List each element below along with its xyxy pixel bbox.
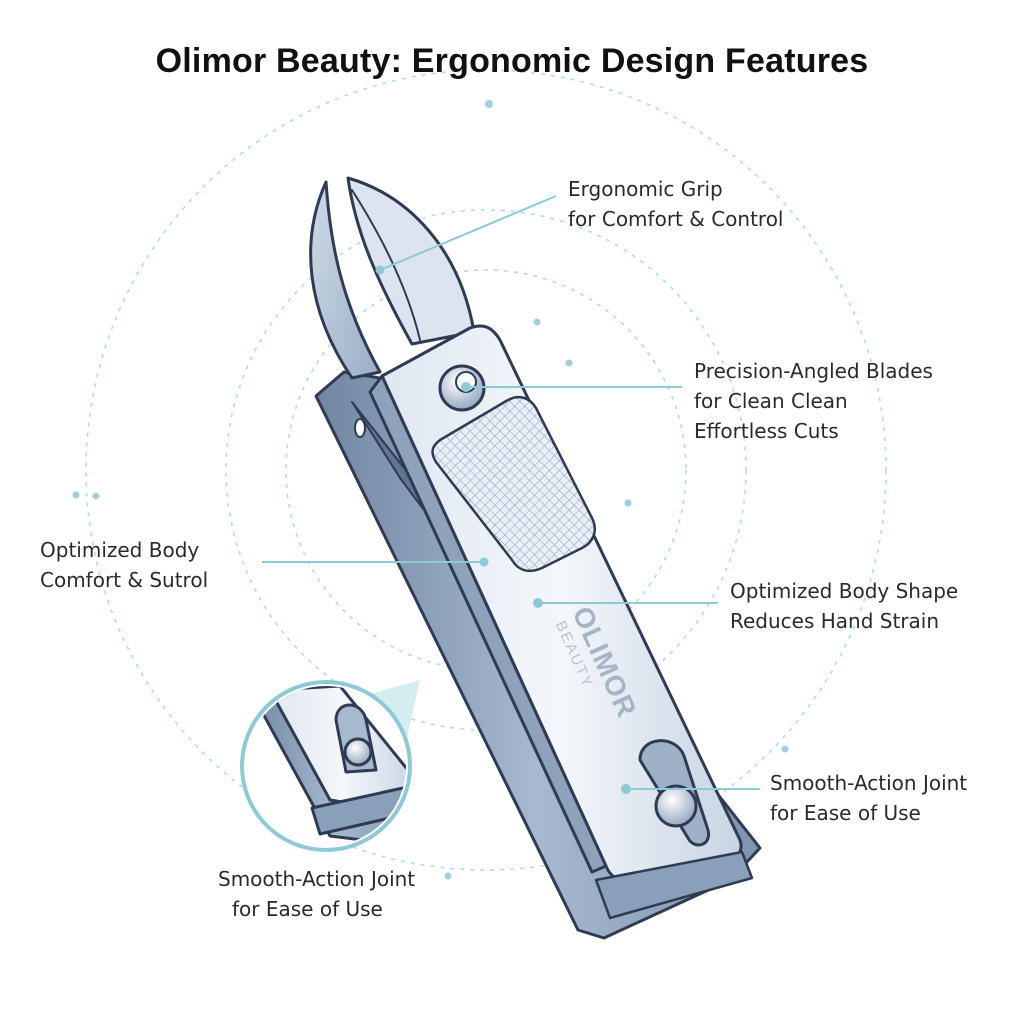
ring-dot (565, 359, 573, 367)
lever-side (368, 374, 608, 874)
pivot-pin-bottom (654, 784, 698, 828)
callout-optimized-body-left: Optimized Body Comfort & Sutrol (40, 535, 208, 595)
ring-dot (444, 872, 452, 880)
callout-precision-blades: Precision-Angled Blades for Clean Clean … (694, 356, 933, 446)
leader-blades-dot (461, 382, 471, 392)
dashed-rings (85, 69, 887, 871)
callout-line: Precision-Angled Blades (694, 359, 933, 383)
leader-joint-dot (621, 784, 631, 794)
middle-ring (225, 209, 747, 731)
callout-optimized-body-right: Optimized Body Shape Reduces Hand Strain (730, 576, 958, 636)
callout-line: Effortless Cuts (694, 419, 839, 443)
callout-line: Reduces Hand Strain (730, 609, 940, 633)
leader-body-right-dot (533, 598, 543, 608)
callout-line: for Comfort & Control (568, 207, 784, 231)
clipper-jaw-end (594, 850, 754, 920)
callout-line: Smooth-Action Joint (218, 867, 416, 891)
callout-line: Ergonomic Grip (568, 177, 723, 201)
callout-line: for Clean Clean (694, 389, 848, 413)
callout-line: for Ease of Use (770, 801, 921, 825)
callout-smooth-joint-right: Smooth-Action Joint for Ease of Use (770, 768, 967, 828)
clipper-blade-back (309, 180, 382, 380)
ring-dot (781, 745, 789, 753)
inset-magnifier (240, 680, 420, 852)
callout-smooth-joint-inset: Smooth-Action Joint for Ease of Use (218, 864, 415, 924)
ring-dot (533, 318, 541, 326)
leader-grip-dot (375, 265, 385, 275)
callout-ergonomic-grip: Ergonomic Grip for Comfort & Control (568, 174, 784, 234)
inset-pin (343, 737, 373, 767)
outer-ring (85, 69, 887, 871)
ring-dots (72, 100, 789, 880)
inset-jaw (310, 784, 406, 836)
leader-grip (379, 195, 557, 271)
ring-dot (624, 499, 632, 507)
page-title: Olimor Beauty: Ergonomic Design Features (155, 42, 869, 80)
grip-pad (431, 396, 596, 572)
clipper-blade-front (346, 176, 476, 346)
leader-lines (262, 195, 760, 794)
ring-dot (92, 492, 100, 500)
ring-dot (72, 491, 80, 499)
clipper-hole (354, 418, 366, 438)
inner-ring (285, 269, 687, 671)
callout-line: Optimized Body Shape (730, 579, 959, 603)
leader-body-left-dot (479, 557, 489, 567)
callout-line: Smooth-Action Joint (770, 771, 968, 795)
callout-line: Optimized Body (40, 538, 200, 562)
callout-line: Comfort & Sutrol (40, 568, 209, 592)
callout-line: for Ease of Use (232, 897, 383, 921)
ring-dot (485, 100, 493, 108)
